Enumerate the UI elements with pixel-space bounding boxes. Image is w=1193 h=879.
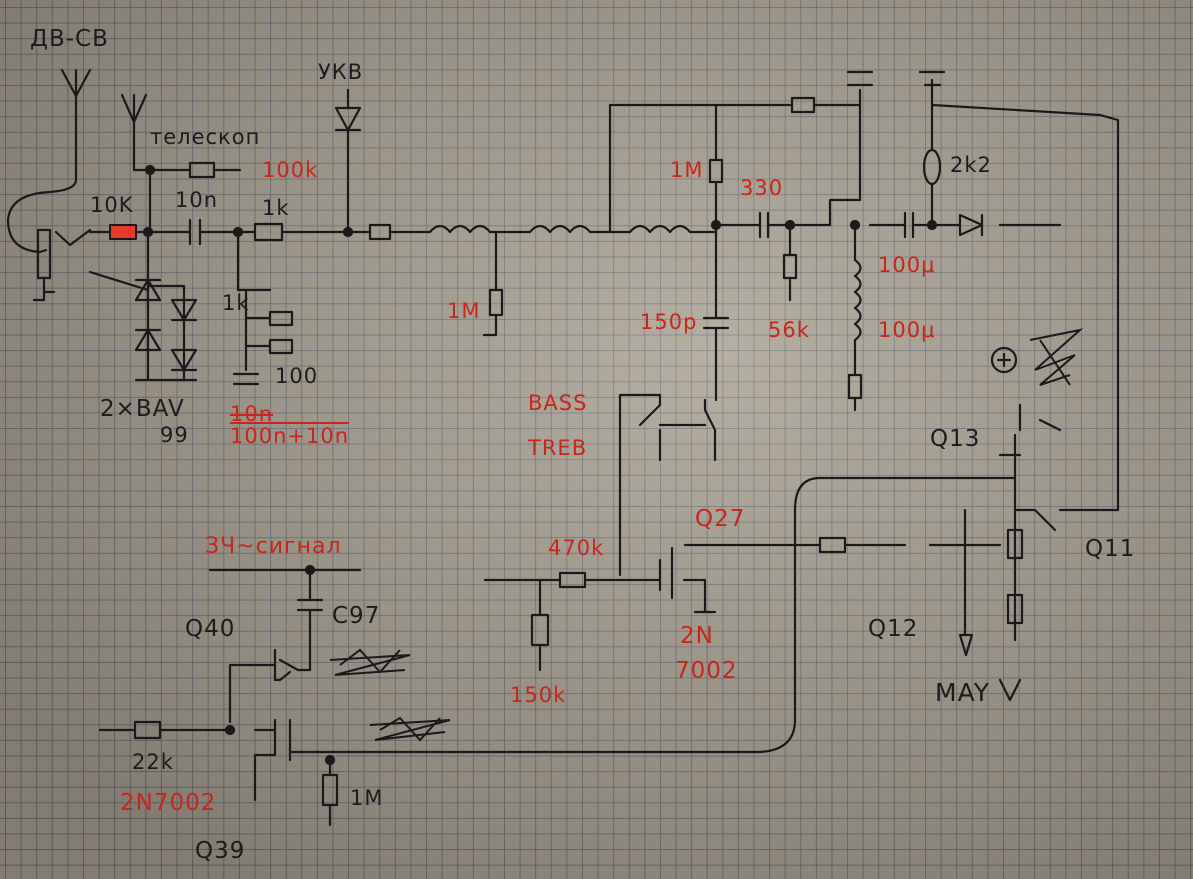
inductor-100u (853, 258, 862, 412)
label-l-100u-a: 100μ (878, 253, 936, 277)
label-r-100: 100 (275, 364, 319, 388)
label-c-10n: 10n (175, 188, 219, 212)
label-q27-type-b: 7002 (675, 658, 738, 684)
resistor-330 (790, 96, 816, 114)
telescope-antenna-symbol (120, 93, 152, 172)
label-diodes: 2×BAV (100, 396, 185, 422)
resistor-1k (253, 222, 284, 242)
label-r-2k2: 2k2 (950, 153, 992, 177)
resistor-100 (268, 338, 294, 355)
label-q27-type-a: 2N (680, 623, 714, 649)
label-r-1m-bottom: 1M (350, 786, 384, 810)
label-may: MAY (935, 678, 991, 707)
label-q12: Q12 (868, 616, 919, 642)
resistor-bottom-right (847, 373, 863, 400)
node-dot (304, 564, 316, 576)
label-c-150p: 150p (640, 310, 698, 334)
label-telescope: телескоп (150, 125, 261, 149)
label-r-1m-left: 1M (447, 299, 481, 323)
resistor-1m-top (708, 158, 724, 184)
label-r-330: 330 (740, 176, 784, 200)
resistor-150k (530, 613, 550, 647)
label-vhf: УКВ (318, 60, 364, 84)
label-c-100n-10n: 100n+10n (230, 424, 350, 448)
resistor-series-vhf (368, 223, 392, 241)
label-r-470k: 470k (548, 536, 605, 560)
label-r-100k: 100k (262, 158, 319, 182)
inductor-2k2 (922, 148, 942, 186)
label-c97: C97 (332, 603, 381, 629)
label-q39: Q39 (195, 838, 246, 864)
resistor-q11-lower (1006, 593, 1024, 625)
label-q27: Q27 (695, 506, 746, 532)
resistor-470k (558, 571, 587, 589)
label-bass: BASS (528, 391, 588, 415)
label-q40: Q40 (185, 616, 236, 642)
capacitor-10n-symbol (188, 218, 202, 246)
resistor-100k (188, 161, 216, 179)
label-q11: Q11 (1085, 536, 1136, 562)
resistor-1m-left (488, 288, 504, 317)
bass-treble-switch (618, 393, 717, 577)
vhf-diode-symbol (334, 88, 362, 234)
resistor-1k-lower (268, 310, 294, 327)
label-r-22k: 22k (132, 750, 174, 774)
resistor-1m-bottom (321, 773, 339, 807)
label-r-10k: 10K (90, 193, 134, 217)
label-zch-signal: ЗЧ~сигнал (205, 534, 342, 559)
label-r-1k-mid: 1k (222, 291, 250, 315)
label-q13: Q13 (930, 426, 981, 452)
label-r-1m-top: 1M (670, 158, 704, 182)
inductor-chain (428, 224, 718, 234)
node-dot (324, 754, 336, 766)
scribble-strikeout (1029, 328, 1084, 386)
label-l-100u-b: 100μ (878, 318, 936, 342)
lw-mw-antenna-symbol (6, 68, 92, 254)
scribble-strikeout (329, 648, 411, 676)
label-treb: TREB (528, 436, 588, 460)
label-diodes-num: 99 (160, 423, 189, 447)
label-q39-type: 2N7002 (120, 790, 217, 816)
label-antenna-lw-mw: ДВ-СВ (30, 26, 109, 52)
feedback-loop (288, 476, 1017, 754)
resistor-q11-upper (1006, 528, 1024, 560)
scribble-strikeout (369, 716, 451, 742)
label-c-10n-struck: 10n (230, 402, 274, 426)
resistor-q27-input (818, 536, 847, 554)
resistor-10k-highlighted (109, 224, 137, 240)
resistor-56k (782, 253, 798, 280)
bav99-diodes (88, 230, 198, 382)
node-dot (342, 226, 354, 238)
input-jack (32, 228, 92, 302)
label-r-150k: 150k (510, 683, 567, 707)
plus-supply-symbol (990, 346, 1018, 374)
label-r-1k-top: 1k (262, 196, 290, 220)
node-dot (224, 724, 236, 736)
resistor-22k (133, 720, 162, 740)
label-r-56k: 56k (768, 318, 810, 342)
